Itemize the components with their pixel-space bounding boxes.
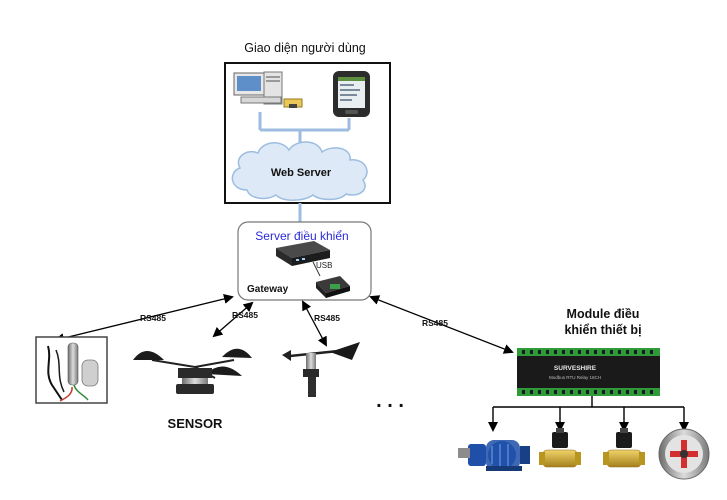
usb-label: USB [316, 261, 332, 270]
mini-pc-icon [276, 241, 330, 266]
user-interface-title: Giao diện người dùng [244, 41, 366, 55]
usb-rs485-adapter-icon [316, 276, 350, 298]
water-pump-icon [458, 440, 530, 471]
rs485-links [54, 294, 514, 354]
gateway-label: Gateway [247, 284, 289, 295]
mobile-device-icon [333, 71, 370, 117]
rs485-link-wind-vane [302, 300, 327, 347]
rs485-link-relay [369, 295, 514, 354]
solenoid-valve-icon [603, 428, 645, 468]
rs485-link-humidity [54, 294, 234, 343]
humidity-probe-icon [35, 336, 108, 404]
desktop-computer-icon [233, 71, 303, 108]
control-server-label: Server điều khiển [255, 229, 348, 243]
relay-brand-label: SURVESHIRE [554, 365, 597, 372]
web-server-cloud [231, 141, 368, 201]
relay-module-icon: SURVESHIRE Modbus RTU Relay 16CH [517, 348, 660, 396]
gauge-icon [658, 428, 710, 480]
rs485-label-a: RS485 [140, 313, 166, 323]
rs485-label-b: RS485 [232, 310, 258, 320]
sensor-label: SENSOR [168, 416, 224, 431]
anemometer-icon [133, 348, 252, 394]
device-connector-lines [488, 396, 689, 432]
web-server-label: Web Server [271, 167, 332, 179]
module-title-line2: khiển thiết bị [564, 323, 641, 337]
module-title-line1: Module điều [567, 307, 640, 321]
usb-cable [312, 261, 321, 277]
rs485-link-anemometer [212, 301, 254, 338]
relay-subtext-label: Modbus RTU Relay 16CH [549, 375, 601, 380]
more-sensors-ellipsis: . . . [376, 390, 404, 412]
solenoid-valve-icon [539, 428, 581, 468]
rs485-label-c: RS485 [314, 313, 340, 323]
rs485-label-d: RS485 [422, 318, 448, 328]
wind-vane-icon [282, 342, 360, 397]
